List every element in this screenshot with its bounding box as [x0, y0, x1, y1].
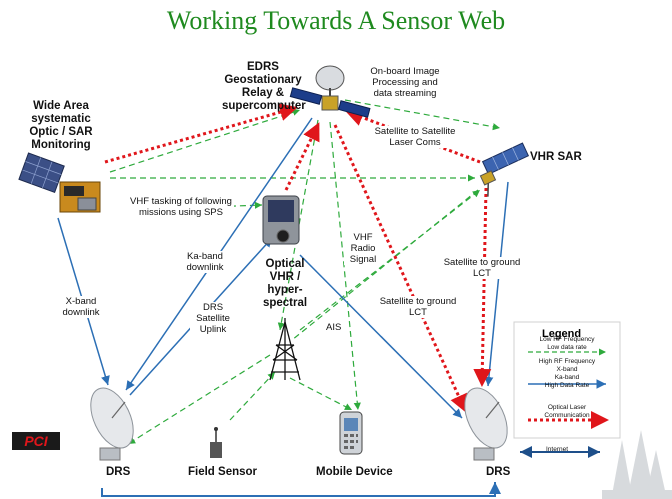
edrs-label: EDRS Geostationary Relay & supercomputer [222, 61, 306, 112]
vhf-radio-label: VHF Radio Signal [344, 232, 382, 265]
pci-logo: PCI [12, 432, 60, 450]
link-sar-to-drs-right-laser [473, 187, 492, 387]
drs-left-label: DRS [106, 466, 131, 478]
optical-links [104, 103, 492, 413]
page-title: Working Towards A Sensor Web [166, 6, 506, 35]
legend-item-optical: Optical Laser Communication [544, 404, 590, 419]
vhr-sar-satellite-icon [479, 142, 530, 197]
mobile-device-label: Mobile Device [316, 466, 393, 478]
ais-label: AIS [326, 322, 342, 333]
sat-to-ground-right-label: Satellite to ground LCT [440, 257, 524, 279]
legend-title: Legend [542, 328, 582, 340]
link-edrs-to-tower [277, 119, 319, 331]
wide-area-satellite-icon [18, 152, 101, 213]
legend-item-low-rf: Low RF Frequency Low data rate [539, 336, 595, 351]
legend-item-high-rf: High RF Frequency X-band Ka-band High Da… [538, 358, 596, 389]
link-tower-to-drs-left [127, 354, 271, 445]
logo-text: PCI [24, 433, 48, 449]
vhf-tasking-label: VHF tasking of following missions using … [128, 196, 234, 218]
link-edrs-to-mobile [329, 121, 361, 411]
tree-watermark-icon [602, 430, 672, 499]
optical-label: Optical VHR / hyper- spectral [262, 258, 308, 309]
onboard-processing-label: On-board Image Processing and data strea… [370, 66, 440, 99]
internet-label: Internet [546, 446, 569, 453]
field-sensor-label: Field Sensor [188, 466, 258, 478]
legend-box [513, 321, 621, 439]
drs-right-label: DRS [486, 466, 511, 478]
ka-band-label: Ka-band downlink [180, 251, 230, 273]
link-optical-to-drs-right [299, 254, 463, 419]
link-vhr-sar-to-drs-right [484, 181, 509, 387]
sat-to-ground-mid-label: Satellite to ground LCT [376, 296, 460, 318]
link-tower-to-mobile [289, 377, 353, 411]
link-edrs-to-drs-right-laser [333, 124, 467, 413]
drs-right-dish-icon [464, 387, 508, 461]
mobile-device-icon [339, 411, 363, 455]
radio-tower-icon [269, 318, 301, 381]
link-edrs-to-vhr-sar [344, 99, 501, 131]
field-sensor-icon [210, 427, 222, 458]
link-field-to-tower [229, 371, 276, 421]
wide-area-label: Wide Area systematic Optic / SAR Monitor… [29, 100, 93, 151]
optical-satellite-icon [262, 195, 300, 245]
sat-to-sat-label: Satellite to Satellite Laser Coms [368, 126, 462, 148]
link-optical-to-edrs-laser [284, 122, 320, 191]
link-tower-to-vhr-sar [299, 189, 481, 331]
vhr-sar-label: VHR SAR [530, 151, 582, 163]
edrs-satellite-icon [289, 65, 371, 118]
high-rf-links [57, 117, 600, 497]
drs-uplink-label: DRS Satellite Uplink [190, 302, 236, 335]
link-ground-return [101, 482, 501, 497]
drs-left-dish-icon [90, 387, 134, 461]
link-wide-area-to-edrs-laser [104, 103, 298, 164]
link-wide-area-to-edrs [109, 108, 301, 173]
x-band-label: X-band downlink [56, 296, 106, 318]
